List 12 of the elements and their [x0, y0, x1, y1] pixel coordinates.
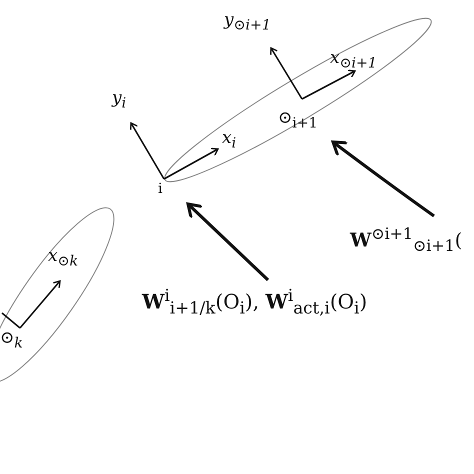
axis-label: x$_{⊙i+1}$ [330, 50, 377, 71]
point-label: ⊙$_{i+1}$ [278, 110, 318, 131]
axis-label: x$_{⊙k}$ [48, 248, 78, 269]
point-label: i [158, 182, 162, 196]
arrow [186, 202, 270, 282]
formula: W$^{⊙i+1}$$_{⊙i+1}$( [350, 226, 462, 254]
arrow [332, 140, 435, 218]
axis-label: ⊙$_{k}$ [0, 330, 23, 351]
axis-label: y$_{⊙i+1}$ [224, 12, 271, 33]
axis-label: y$_{i}$ [112, 90, 126, 111]
axis-label: x$_{i}$ [222, 130, 236, 151]
formula: W$^{i}$$_{i+1/k}$(O$_{i}$), W$^{i}$$_{act,i}$(O$_{i}$) [142, 288, 368, 318]
